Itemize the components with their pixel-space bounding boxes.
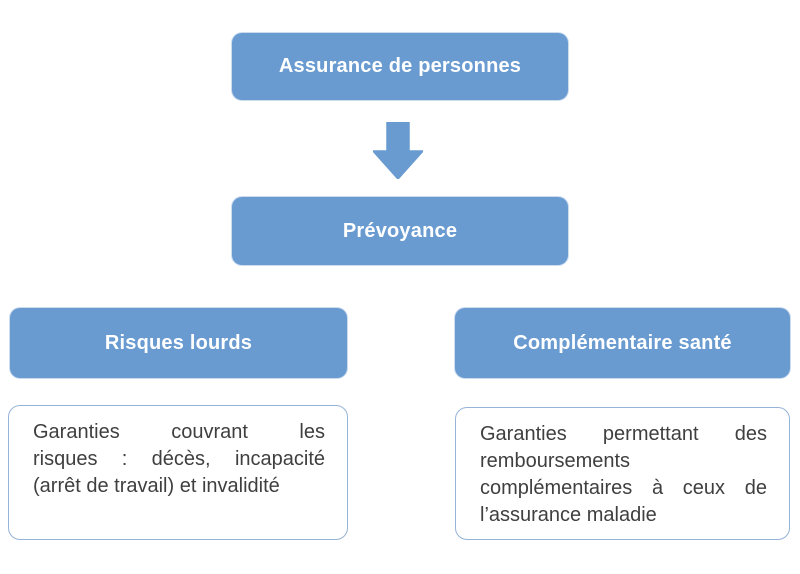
note-text-line: (arrêt de travail) et invalidité — [33, 475, 280, 497]
note-text-line: Garanties couvrant les — [33, 421, 325, 443]
note-text-line: Garanties permettant des — [480, 423, 767, 445]
note-risques-lourds-description: Garanties couvrant les risques : décès, … — [8, 405, 348, 540]
note-text-line: complémentaires à ceux de — [480, 477, 767, 499]
node-complementaire-sante: Complémentaire santé — [455, 308, 790, 378]
node-prevoyance: Prévoyance — [232, 197, 568, 265]
node-assurance-de-personnes: Assurance de personnes — [232, 33, 568, 100]
note-text-line: l’assurance maladie — [480, 504, 657, 526]
note-complementaire-sante-description: Garanties permettant des remboursements … — [455, 407, 790, 540]
note-text-line: remboursements — [480, 450, 631, 472]
node-label: Assurance de personnes — [278, 55, 522, 77]
node-label: Risques lourds — [104, 331, 253, 354]
node-label: Prévoyance — [342, 219, 458, 242]
note-text-line: risques : décès, incapacité — [33, 448, 325, 470]
node-label: Complémentaire santé — [513, 331, 732, 354]
node-risques-lourds: Risques lourds — [10, 308, 347, 378]
down-arrow-icon — [372, 121, 424, 180]
